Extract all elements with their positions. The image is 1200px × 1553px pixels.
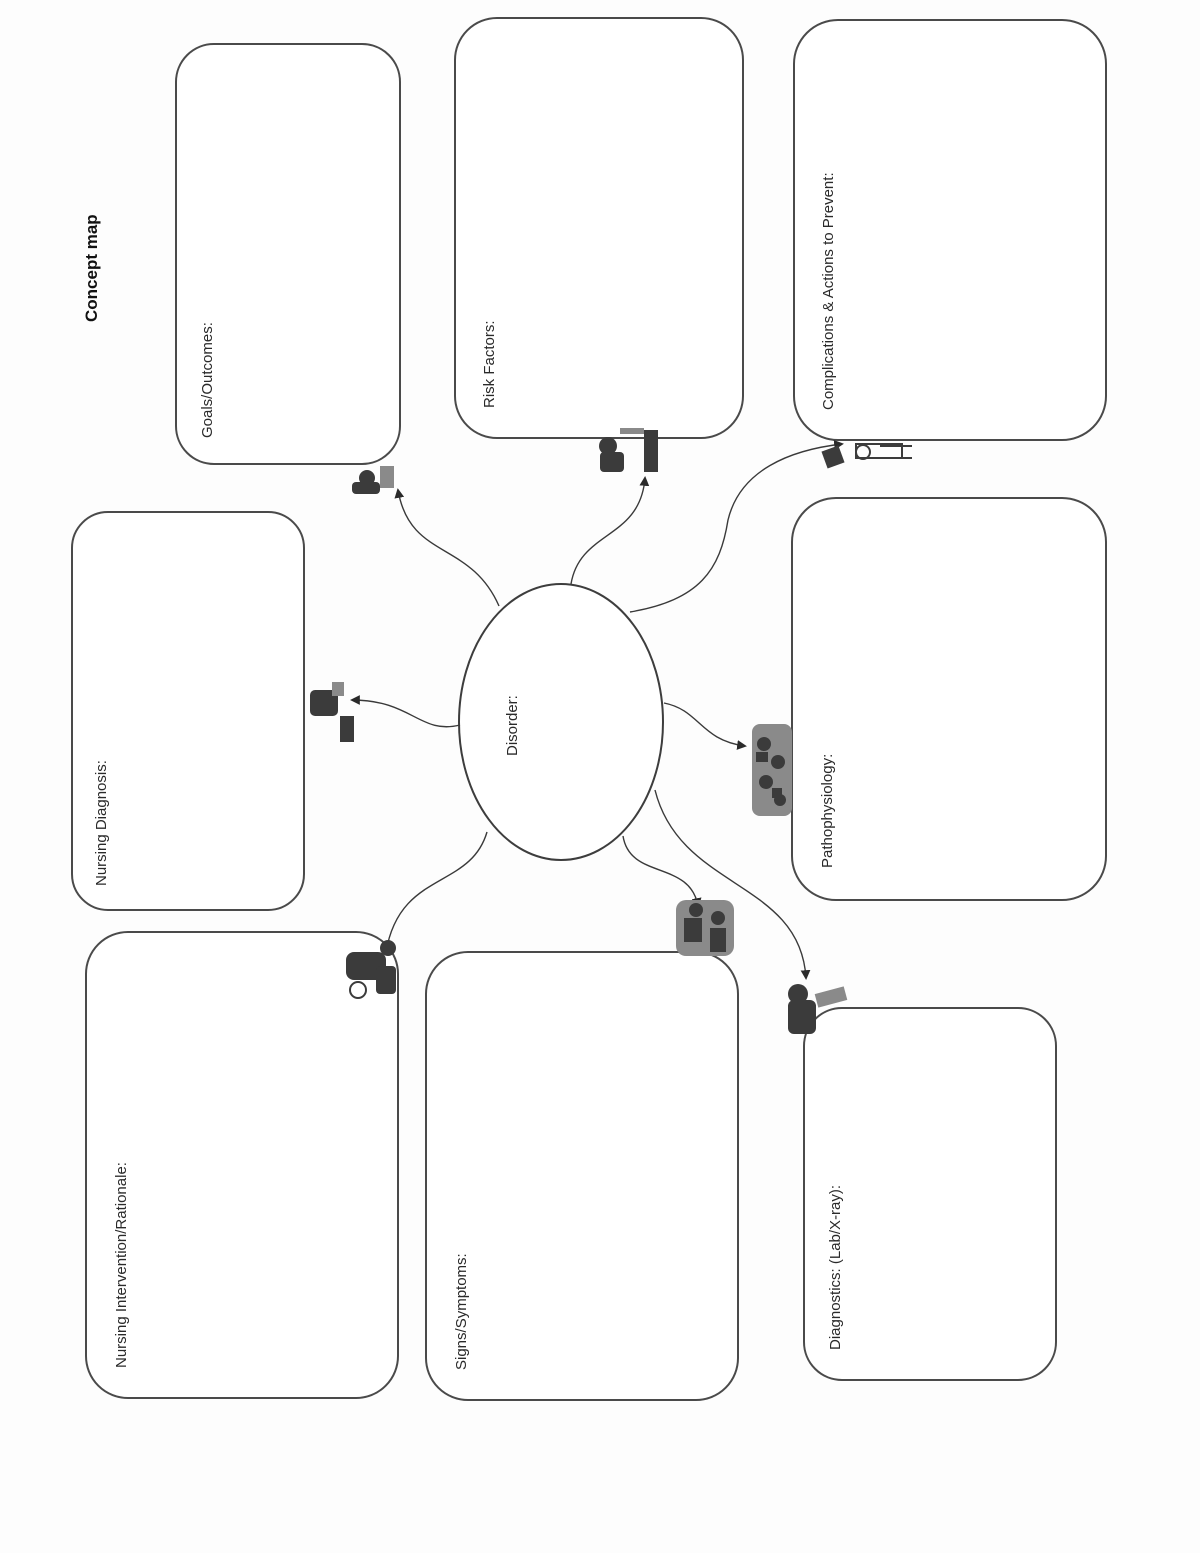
worker-at-computer-icon (310, 682, 354, 742)
signs-symptoms-box[interactable]: Signs/Symptoms: (425, 951, 739, 1401)
page-title: Concept map (82, 214, 101, 322)
connector-to-interventions (382, 831, 488, 954)
person-at-desk-icon (599, 428, 658, 472)
patient-care-icon (346, 940, 396, 999)
person-reading-icon (788, 984, 848, 1034)
complications-label: Complications & Actions to Prevent: (820, 172, 837, 410)
signs-symptoms-label: Signs/Symptoms: (453, 1253, 470, 1370)
connector-to-nursing-diagnosis (350, 695, 461, 728)
nurse-writing-icon (352, 466, 394, 494)
medical-staff-icon (676, 900, 734, 956)
goals-outcomes-label: Goals/Outcomes: (199, 322, 216, 438)
risk-factors-label: Risk Factors: (481, 320, 498, 408)
connector-to-diagnostics (654, 789, 811, 980)
goals-outcomes-box[interactable]: Goals/Outcomes: (175, 43, 401, 465)
connector-to-signs (622, 835, 702, 908)
connector-to-goals (394, 488, 500, 607)
pathophysiology-label: Pathophysiology: (819, 754, 836, 868)
group-of-people-icon (752, 724, 792, 816)
diagnostics-label: Diagnostics: (Lab/X-ray): (827, 1185, 844, 1350)
connector-to-pathophysiology (663, 702, 747, 750)
doctor-with-clipboard-icon (821, 443, 912, 469)
complications-box[interactable]: Complications & Actions to Prevent: (793, 19, 1107, 441)
nursing-intervention-box[interactable]: Nursing Intervention/Rationale: (85, 931, 399, 1399)
disorder-node[interactable]: Disorder: (458, 583, 664, 861)
connector-to-risk (570, 476, 650, 585)
nursing-diagnosis-box[interactable]: Nursing Diagnosis: (71, 511, 305, 911)
disorder-label: Disorder: (504, 695, 521, 756)
connector-to-complications (629, 440, 844, 613)
nursing-intervention-label: Nursing Intervention/Rationale: (113, 1162, 130, 1368)
risk-factors-box[interactable]: Risk Factors: (454, 17, 744, 439)
pathophysiology-box[interactable]: Pathophysiology: (791, 497, 1107, 901)
nursing-diagnosis-label: Nursing Diagnosis: (93, 760, 110, 886)
diagnostics-box[interactable]: Diagnostics: (Lab/X-ray): (803, 1007, 1057, 1381)
